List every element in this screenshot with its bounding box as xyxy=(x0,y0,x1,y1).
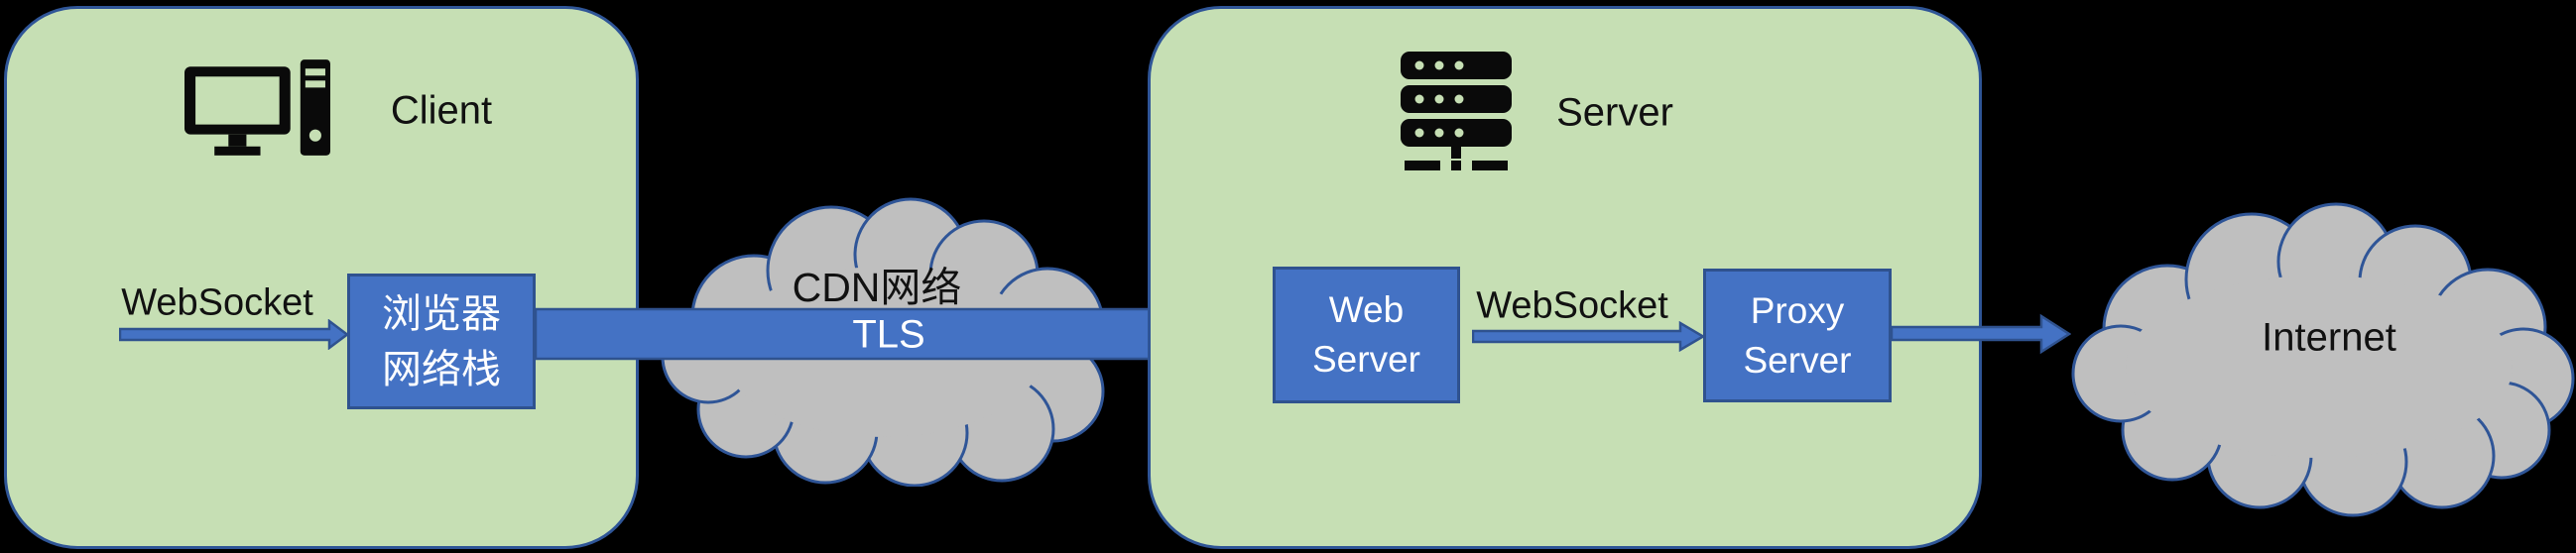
client-label: Client xyxy=(390,88,493,133)
server-websocket-label: WebSocket xyxy=(1476,284,1668,327)
web-server-box: Web Server xyxy=(1273,267,1460,403)
cdn-cloud-label: CDN网络 xyxy=(792,265,962,310)
client-websocket-arrow xyxy=(119,319,349,350)
browser-stack-line1: 浏览器 xyxy=(382,291,501,336)
proxy-server-line2: Server xyxy=(1743,339,1852,381)
internet-arrow xyxy=(1891,313,2071,355)
client-websocket-label: WebSocket xyxy=(121,281,313,324)
computer-icon xyxy=(184,59,330,156)
internet-cloud xyxy=(2071,202,2575,517)
browser-stack-box: 浏览器 网络栈 xyxy=(347,274,536,409)
web-server-line2: Server xyxy=(1312,339,1420,380)
browser-stack-line2: 网络栈 xyxy=(382,347,501,391)
server-websocket-arrow xyxy=(1472,321,1705,352)
proxy-server-box: Proxy Server xyxy=(1703,269,1892,402)
internet-cloud-label: Internet xyxy=(2262,315,2396,360)
tls-arrow-label: TLS xyxy=(852,312,925,357)
server-icon xyxy=(1401,52,1512,170)
proxy-server-line1: Proxy xyxy=(1750,289,1845,331)
server-label: Server xyxy=(1556,90,1673,135)
web-server-line1: Web xyxy=(1328,289,1405,330)
